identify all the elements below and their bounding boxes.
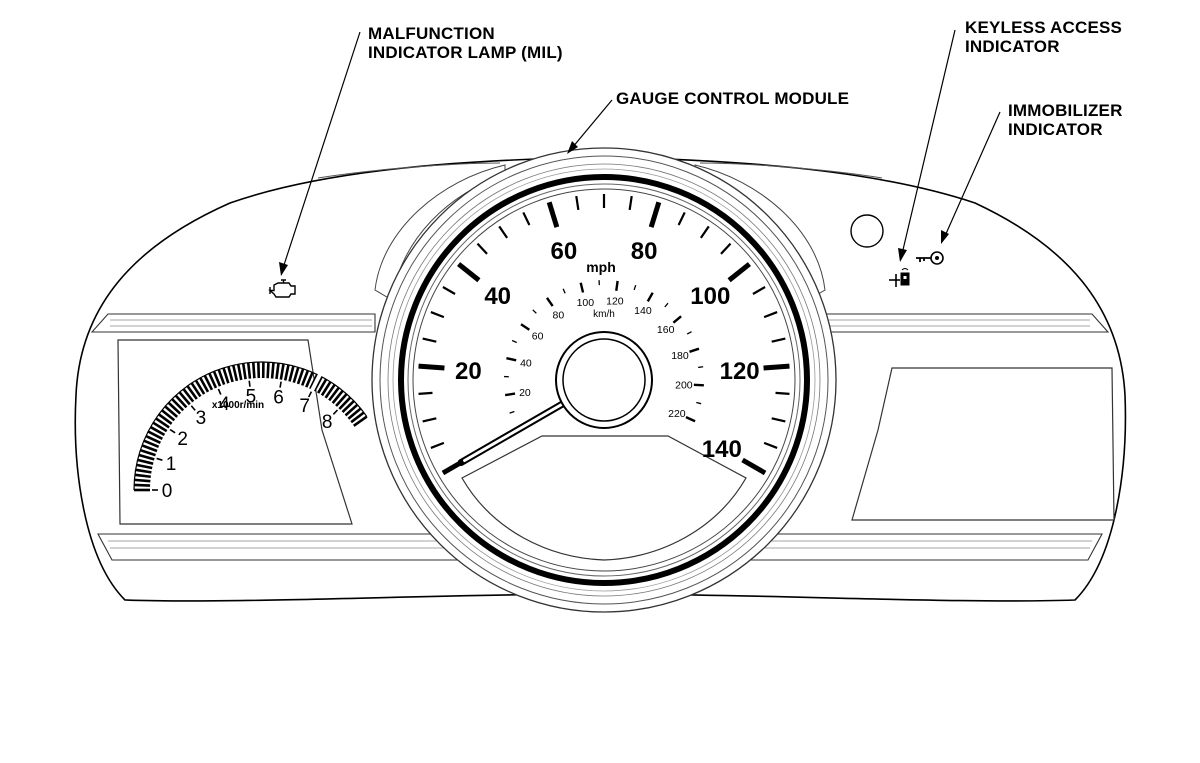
immobilizer-callout-label: IMMOBILIZER INDICATOR (1008, 101, 1123, 139)
kmh-unit-label: km/h (593, 309, 615, 320)
tach-bar-segment (253, 362, 254, 378)
right-trim-upper (826, 314, 1108, 332)
mph-tick-label: 100 (690, 283, 730, 310)
tach-tick-label: 0 (162, 481, 173, 502)
kmh-tick (505, 394, 515, 396)
kmh-tick (698, 367, 703, 368)
mph-tick (419, 393, 433, 394)
gauge-module-callout-label: GAUGE CONTROL MODULE (616, 89, 849, 108)
mph-tick-label: 80 (631, 238, 658, 265)
mph-tick-label: 120 (720, 358, 760, 385)
kmh-tick-label: 220 (668, 408, 686, 420)
mph-tick-label: 20 (455, 358, 482, 385)
mph-tick (776, 393, 790, 394)
tach-bar-segment (134, 480, 150, 481)
kmh-tick-label: 100 (577, 297, 595, 309)
kmh-tick-label: 20 (519, 387, 531, 399)
speedometer: 20 40 60 80 100 120 140 20 40 60 80 100 120 140 160 180… (372, 148, 836, 612)
tach-bar-segment (134, 485, 150, 486)
kmh-tick-label: 120 (606, 296, 624, 308)
mph-tick (764, 366, 790, 368)
kmh-tick (694, 385, 704, 386)
tach-bar-segment (248, 363, 250, 379)
info-display-panel (852, 368, 1114, 520)
right-trim-lower (738, 534, 1102, 560)
tach-bar-segment (272, 363, 273, 379)
tach-tick-label: 1 (166, 454, 177, 475)
tach-tick-label: 3 (196, 408, 207, 429)
indicator-lens (851, 215, 883, 247)
left-trim-upper (92, 314, 375, 332)
mil-callout-label: MALFUNCTION INDICATOR LAMP (MIL) (368, 24, 563, 62)
tach-bar-segment (268, 362, 269, 378)
tach-tick-label: 7 (299, 396, 310, 417)
tach-tick-label: 8 (322, 412, 333, 433)
kmh-tick-label: 60 (532, 330, 544, 342)
kmh-tick-label: 160 (657, 324, 675, 336)
kmh-tick-label: 200 (675, 379, 693, 391)
left-trim-lower (98, 534, 462, 560)
kmh-tick-label: 140 (634, 305, 652, 317)
tach-tick-label: 6 (273, 387, 284, 408)
kmh-tick-label: 180 (671, 350, 689, 362)
kmh-tick (616, 281, 617, 291)
mph-unit-label: mph (586, 259, 616, 275)
mph-tick-label: 140 (702, 436, 742, 463)
mph-tick-label: 40 (484, 283, 511, 310)
mph-tick (419, 366, 445, 368)
tach-unit-label: x1000r/min (212, 400, 264, 411)
kmh-tick-label: 40 (520, 358, 532, 370)
keyless-callout-label: KEYLESS ACCESS INDICATOR (965, 18, 1122, 56)
kmh-tick-label: 80 (553, 309, 565, 321)
mph-tick-label: 60 (551, 238, 578, 265)
tach-tick-label: 2 (177, 429, 188, 450)
